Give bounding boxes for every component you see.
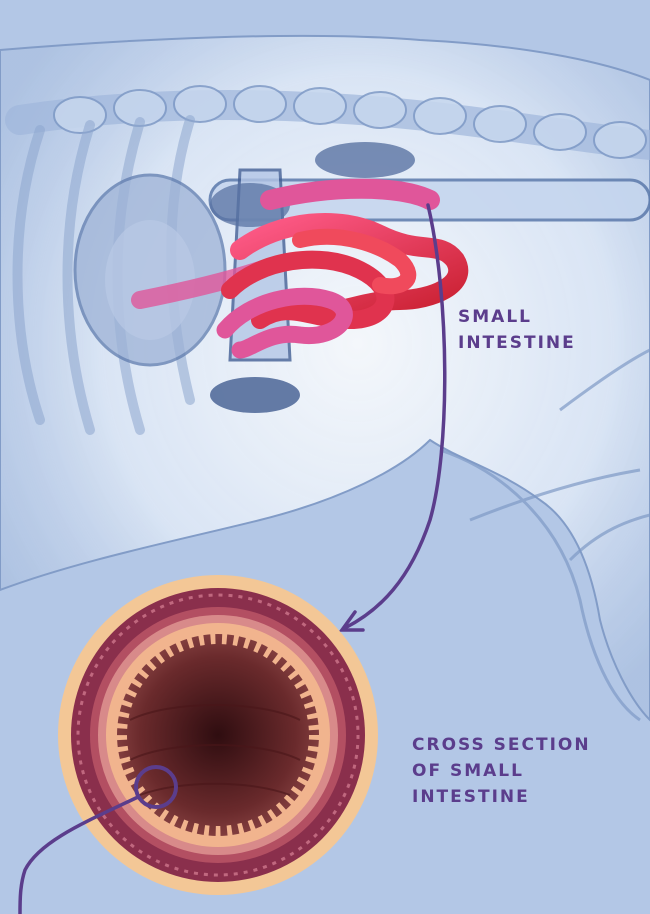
- small-intestine-label: SMALL INTESTINE: [458, 304, 576, 356]
- cross-section-label-line-1: CROSS SECTION: [412, 732, 591, 758]
- intestine-cross-section: [58, 575, 378, 895]
- cross-section-label: CROSS SECTION OF SMALL INTESTINE: [412, 732, 591, 810]
- small-intestine-label-line-1: SMALL: [458, 304, 576, 330]
- small-intestine-label-line-2: INTESTINE: [458, 330, 576, 356]
- cross-section-label-line-2: OF SMALL: [412, 758, 591, 784]
- cross-section-label-line-3: INTESTINE: [412, 784, 591, 810]
